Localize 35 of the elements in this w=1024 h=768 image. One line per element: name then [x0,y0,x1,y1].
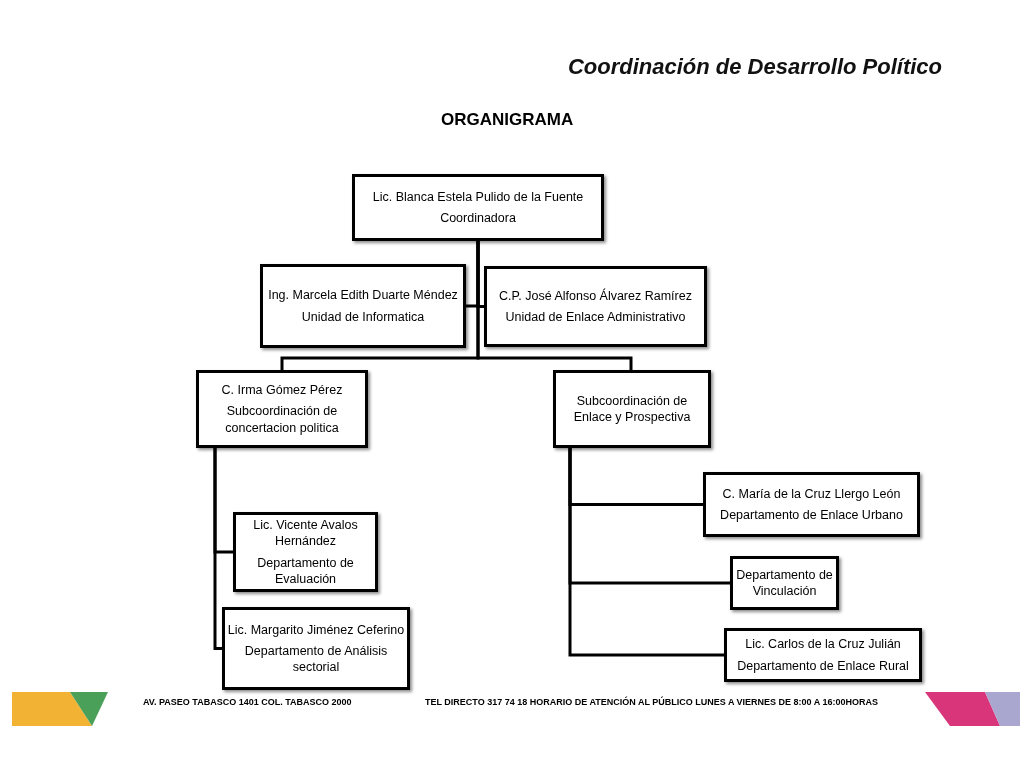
org-box [703,472,920,537]
chart-heading: ORGANIGRAMA [441,110,574,130]
org-box [724,628,922,682]
unit-name: Departamento de Vinculación [735,566,834,600]
footer-text: TEL DIRECTO 317 74 18 HORARIO DE ATENCIÓN AL PÚBLICO LUNES A VIERNES DE 8:00 A 16:00HORAS [425,697,878,707]
person-name: Ing. Marcela Edith Duarte Méndez [268,287,458,304]
org-box [222,607,410,690]
org-box [352,174,604,241]
unit-name: Unidad de Informatica [301,308,425,325]
unit-name: Departamento de Evaluación [256,554,355,587]
unit-name: Subcoordinación de concertacion politica [224,403,340,436]
connector-line [476,241,633,370]
unit-name: Departamento de Enlace Rural [737,657,909,674]
footer-text: AV. PASEO TABASCO 1401 COL. TABASCO 2000 [143,697,352,707]
person-name: Lic. Margarito Jiménez Ceferino [227,621,405,638]
unit-name: Subcoordinación de Enlace y Prospectiva [572,392,692,426]
unit-name: Coordinadora [440,210,516,227]
org-box [233,512,378,592]
person-name: Lic. Vicente Avalos Hernández [252,517,359,550]
unit-name: Unidad de Enlace Administrativo [505,309,686,326]
person-name: C.P. José Alfonso Álvarez Ramírez [499,287,692,304]
connector-line [213,448,222,650]
person-name: C. Irma Gómez Pérez [221,382,343,399]
org-box [196,370,368,448]
person-name: C. María de la Cruz Llergo León [722,485,901,502]
page-title: Coordinación de Desarrollo Político [567,54,942,80]
org-box [484,266,707,347]
person-name: Lic. Carlos de la Cruz Julián [745,636,901,653]
unit-name: Departamento de Enlace Urbano [720,507,903,524]
org-box [553,370,711,448]
org-box [260,264,466,348]
connector-line [568,448,724,657]
person-name: Lic. Blanca Estela Pulido de la Fuente [372,188,584,205]
org-box [730,556,839,610]
unit-name: Departamento de Análisis sectorial [243,642,389,676]
